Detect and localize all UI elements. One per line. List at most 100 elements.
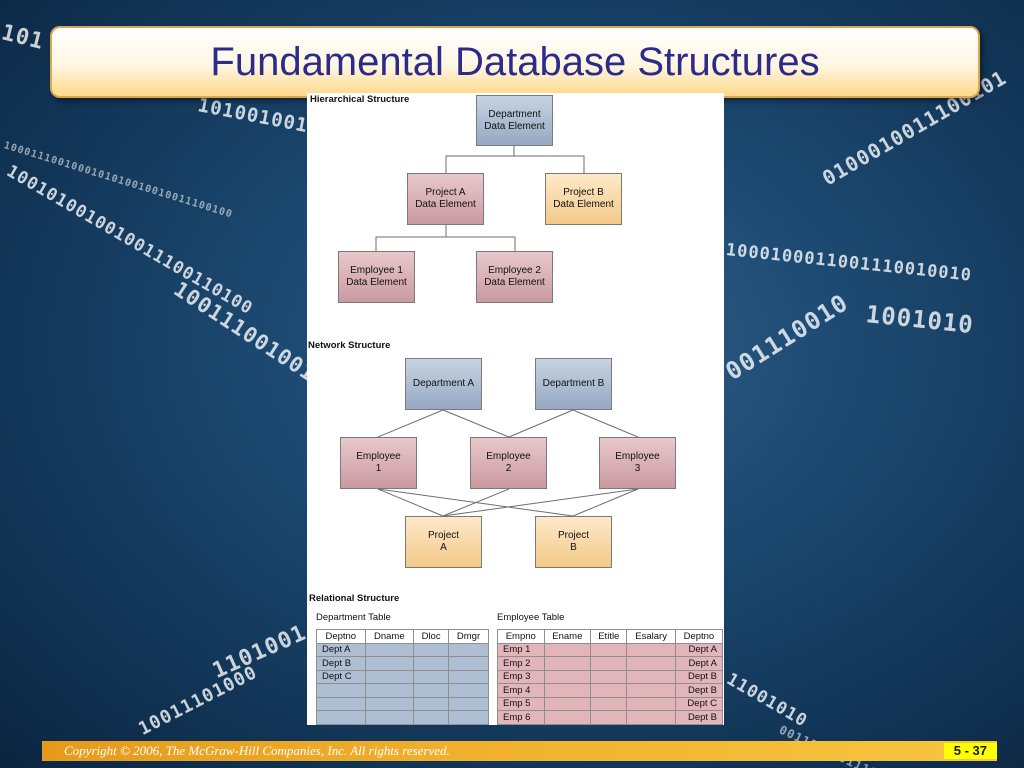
table-row: Dept C	[316, 669, 489, 684]
table-cell: Dept A	[674, 656, 724, 671]
table-cell: Dept A	[316, 642, 366, 657]
table-cell	[626, 710, 676, 725]
table-cell	[543, 656, 592, 671]
table-cell	[413, 656, 450, 671]
table-header-cell: Etitle	[590, 629, 628, 644]
title-bar: Fundamental Database Structures	[50, 26, 980, 98]
table-cell	[626, 696, 676, 711]
table-cell	[543, 683, 592, 698]
table-row: Emp 2 Dept A	[497, 656, 724, 671]
table-cell	[316, 710, 366, 725]
network-department-b-node: Department B	[535, 358, 612, 410]
table-cell	[626, 683, 676, 698]
table-row: Emp 3 Dept B	[497, 669, 724, 684]
table-cell	[590, 683, 628, 698]
hierarchical-structure-label: Hierarchical Structure	[310, 94, 410, 105]
table-header-cell: Deptno	[316, 629, 366, 644]
table-row	[316, 710, 489, 725]
table-row: Emp 1 Dept A	[497, 642, 724, 657]
hierarchical-project-a-node: Project A Data Element	[407, 173, 484, 225]
table-row	[316, 683, 489, 698]
network-employee-1-node: Employee 1	[340, 437, 417, 489]
table-cell: Emp 4	[497, 683, 545, 698]
table-cell	[448, 642, 489, 657]
binary-text: 10011101000	[135, 662, 261, 740]
table-row: Dept A	[316, 642, 489, 657]
network-project-b-node: Project B	[535, 516, 612, 568]
table-cell	[543, 642, 592, 657]
employee-table-caption: Employee Table	[497, 612, 565, 623]
table-cell	[364, 696, 415, 711]
network-structure-label: Network Structure	[308, 340, 391, 351]
table-cell: Emp 6	[497, 710, 545, 725]
table-cell: Emp 1	[497, 642, 545, 657]
network-department-a-node: Department A	[405, 358, 482, 410]
table-cell	[364, 669, 415, 684]
table-row: Emp 5 Dept C	[497, 696, 724, 711]
table-header-cell: Dmgr	[448, 629, 489, 644]
network-employee-2-node: Employee 2	[470, 437, 547, 489]
table-cell	[413, 696, 450, 711]
table-cell	[448, 683, 489, 698]
table-cell	[413, 710, 450, 725]
table-header-cell: Dloc	[413, 629, 450, 644]
database-structures-figure: Hierarchical Structure Department Data E…	[307, 93, 724, 725]
binary-text: 1010010010	[195, 94, 323, 140]
table-header-cell: Empno	[497, 629, 545, 644]
page-number-badge: 5 - 37	[943, 743, 997, 759]
binary-text: 1000100011001110010010	[724, 240, 973, 286]
relational-structure-label: Relational Structure	[309, 593, 400, 604]
slide-title: Fundamental Database Structures	[210, 39, 820, 84]
table-cell	[413, 642, 450, 657]
table-cell: Emp 2	[497, 656, 545, 671]
binary-text: 1001010	[864, 300, 976, 340]
hierarchical-employee-1-node: Employee 1 Data Element	[338, 251, 415, 303]
network-project-a-node: Project A	[405, 516, 482, 568]
table-cell	[364, 642, 415, 657]
table-cell	[413, 683, 450, 698]
table-cell	[543, 710, 592, 725]
table-row: Dept B	[316, 656, 489, 671]
table-cell	[590, 696, 628, 711]
hierarchical-department-node: Department Data Element	[476, 95, 553, 146]
table-cell	[543, 669, 592, 684]
table-cell	[590, 710, 628, 725]
connector-lines	[375, 146, 639, 517]
table-row: Emp 6 Dept B	[497, 710, 724, 725]
table-cell	[590, 656, 628, 671]
table-cell	[316, 696, 366, 711]
table-cell	[626, 656, 676, 671]
table-cell: Dept B	[674, 710, 724, 725]
table-row	[316, 696, 489, 711]
footer-bar: Copyright © 2006, The McGraw-Hill Compan…	[42, 741, 997, 761]
hierarchical-project-b-node: Project B Data Element	[545, 173, 622, 225]
table-cell	[316, 683, 366, 698]
table-row: Emp 4 Dept B	[497, 683, 724, 698]
table-cell: Emp 5	[497, 696, 545, 711]
table-header-cell: Esalary	[626, 629, 676, 644]
table-cell: Emp 3	[497, 669, 545, 684]
table-cell	[448, 669, 489, 684]
table-header-cell: Deptno	[674, 629, 724, 644]
binary-text: 11001010	[723, 669, 811, 732]
table-cell: Dept B	[316, 656, 366, 671]
table-cell: Dept A	[674, 642, 724, 657]
table-cell	[364, 683, 415, 698]
table-cell	[590, 669, 628, 684]
department-table-caption: Department Table	[316, 612, 391, 623]
table-cell: Dept B	[674, 683, 724, 698]
table-cell	[448, 710, 489, 725]
table-header-cell: Ename	[543, 629, 592, 644]
table-header-cell: Dname	[364, 629, 415, 644]
copyright-text: Copyright © 2006, The McGraw-Hill Compan…	[64, 743, 450, 758]
table-cell	[590, 642, 628, 657]
table-cell	[448, 656, 489, 671]
table-cell: Dept C	[674, 696, 724, 711]
network-employee-3-node: Employee 3	[599, 437, 676, 489]
hierarchical-employee-2-node: Employee 2 Data Element	[476, 251, 553, 303]
table-cell: Dept B	[674, 669, 724, 684]
binary-text: 101	[0, 20, 47, 55]
binary-text: 001110010	[720, 288, 854, 386]
